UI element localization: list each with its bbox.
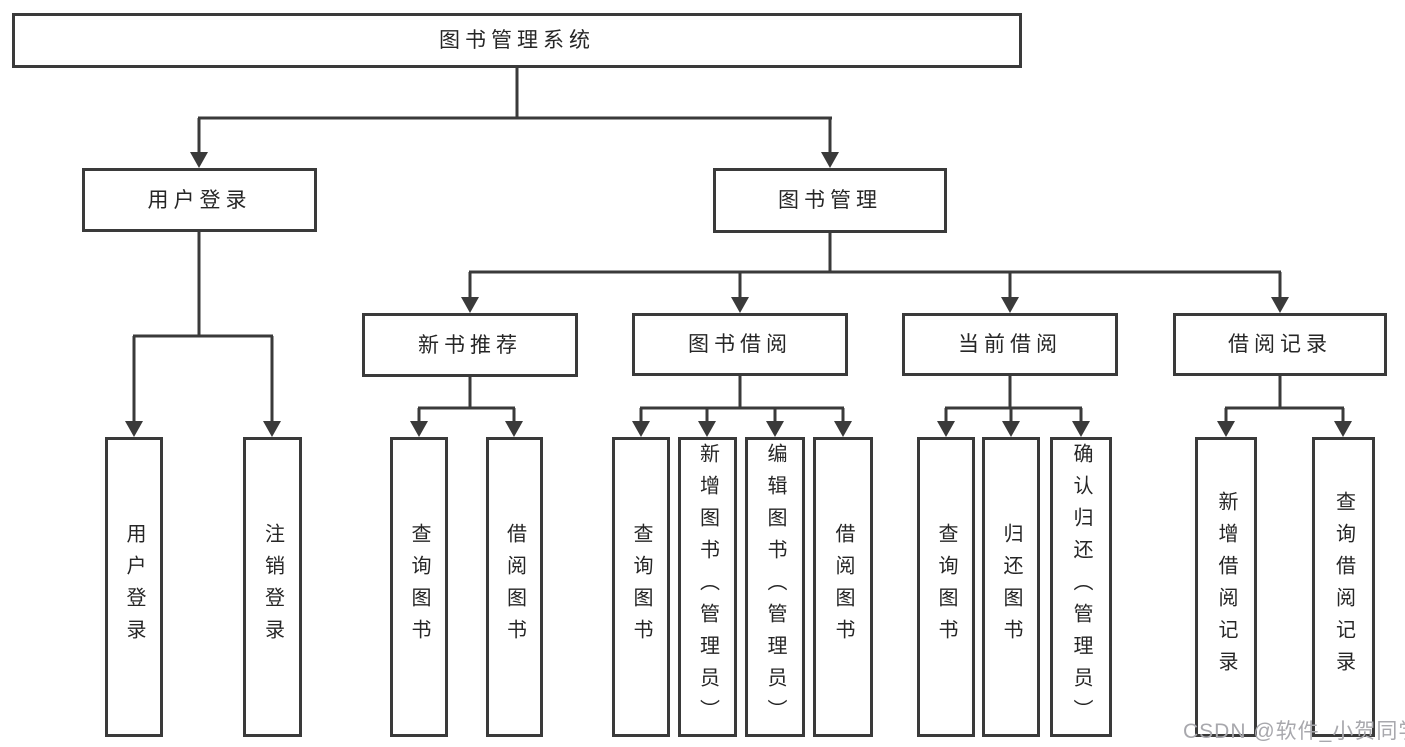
leaf-label: 归还图书 (1000, 523, 1022, 651)
connector-lines (132, 67, 1345, 423)
node-book-management: 图书管理 (713, 168, 947, 233)
leaf-user-login: 用户登录 (105, 437, 163, 737)
leaf-query-borrow-record: 查询借阅记录 (1312, 437, 1375, 737)
node-borrow-record: 借阅记录 (1173, 313, 1387, 376)
leaf-add-book-admin: 新增图书（管理员） (678, 437, 737, 737)
leaf-label: 查询图书 (935, 523, 957, 651)
leaf-query-book-1: 查询图书 (390, 437, 448, 737)
leaf-label: 编辑图书（管理员） (764, 443, 786, 731)
leaf-query-book-2: 查询图书 (612, 437, 670, 737)
node-current-borrow: 当前借阅 (902, 313, 1118, 376)
leaf-label: 借阅图书 (832, 523, 854, 651)
leaf-label: 查询图书 (408, 523, 430, 651)
node-user-login: 用户登录 (82, 168, 317, 232)
leaf-label: 查询图书 (630, 523, 652, 651)
leaf-label: 新增借阅记录 (1215, 491, 1237, 683)
leaf-borrow-book-1: 借阅图书 (486, 437, 543, 737)
leaf-label: 新增图书（管理员） (696, 443, 719, 731)
leaf-borrow-book-2: 借阅图书 (813, 437, 873, 737)
node-root: 图书管理系统 (12, 13, 1022, 68)
leaf-confirm-return-admin: 确认归还（管理员） (1050, 437, 1112, 737)
leaf-label: 确认归还（管理员） (1070, 443, 1092, 731)
node-new-book-recommend: 新书推荐 (362, 313, 578, 377)
leaf-label: 借阅图书 (503, 523, 526, 651)
leaf-edit-book-admin: 编辑图书（管理员） (745, 437, 805, 737)
leaf-return-book: 归还图书 (982, 437, 1040, 737)
csdn-watermark: CSDN @软件_小贺同学 (1183, 720, 1405, 743)
leaf-logout: 注销登录 (243, 437, 302, 737)
leaf-label: 查询借阅记录 (1332, 491, 1355, 683)
leaf-label: 注销登录 (261, 523, 284, 651)
leaf-label: 用户登录 (123, 523, 145, 651)
leaf-query-book-3: 查询图书 (917, 437, 975, 737)
node-book-borrow: 图书借阅 (632, 313, 848, 376)
leaf-add-borrow-record: 新增借阅记录 (1195, 437, 1257, 737)
